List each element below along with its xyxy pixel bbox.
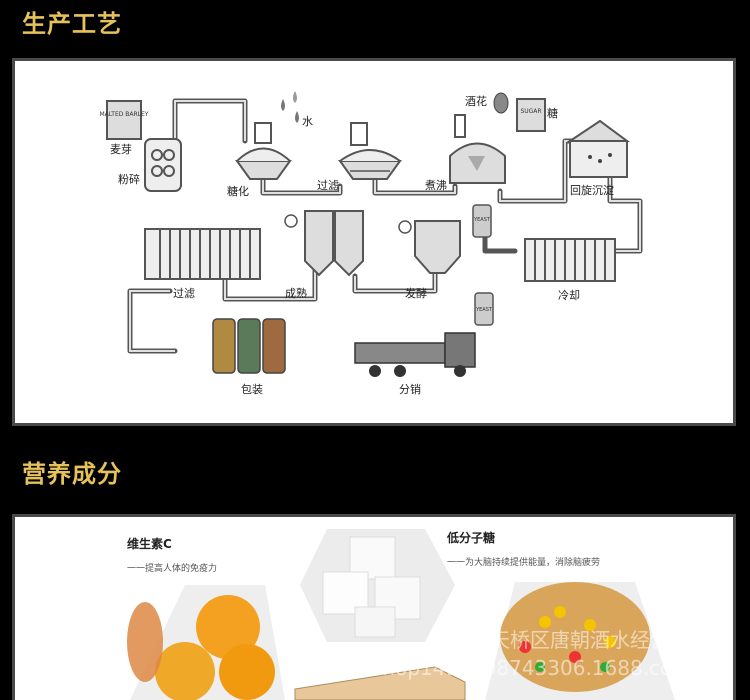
vitc-title: 维生素C: [127, 536, 172, 551]
label-distribute: 分销: [399, 382, 421, 396]
mill-icon: [144, 138, 182, 192]
label-hops: 酒花: [465, 95, 487, 108]
pipes-highlight: [129, 100, 641, 352]
label-saccharify: 糖化: [227, 184, 249, 198]
sugar-title: 低分子糖: [446, 530, 495, 545]
sugar-desc: 一一为大脑持续提供能量，消除脑疲劳: [447, 556, 600, 568]
sugar-bag-icon: SUGAR: [516, 98, 546, 132]
sugar-cubes-image: [322, 536, 421, 638]
pipes: [127, 98, 643, 354]
label-whirlpool: 回旋沉淀: [570, 183, 614, 197]
watermark-shop-url: shop1417108743306.1688.com: [372, 656, 692, 680]
label-mature: 成熟: [285, 286, 307, 300]
beer-cans-icon: [212, 318, 286, 374]
watermark-shop-name: 济南市天桥区唐朝酒水经营部: [430, 628, 690, 652]
label-cool: 冷却: [558, 289, 580, 302]
label-boil: 煮沸: [425, 179, 447, 192]
sugar-bag-label: SUGAR: [520, 108, 541, 115]
label-ferment: 发酵: [405, 286, 427, 300]
yeast-label-2: YEAST: [475, 307, 493, 313]
label-water: 水: [302, 115, 313, 128]
filter-press-icon: [144, 228, 261, 280]
hops-icon: [493, 92, 509, 114]
maturation-tanks-icon: [284, 210, 364, 277]
label-filter-1: 过滤: [317, 179, 339, 192]
oranges-image: [127, 595, 275, 700]
box-image: [294, 666, 466, 700]
nutrition-section-title: 营养成分: [22, 460, 122, 488]
delivery-truck-icon: [354, 332, 476, 377]
malt-bag-icon: MALTED BARLEY: [100, 100, 149, 140]
label-filter-2: 过滤: [173, 287, 195, 300]
process-diagram-panel: MALTED BARLEY 麦芽 粉碎 水 糖化: [12, 58, 736, 426]
malt-bag-label: MALTED BARLEY: [100, 111, 149, 118]
nutrition-panel: 维生素C 一一提高人体的免疫力 低分子糖 一一为大脑持续提供能量，消除脑疲劳: [12, 514, 736, 700]
whirlpool-tank-icon: [566, 119, 631, 178]
mash-tun-icon: [235, 122, 292, 180]
process-section-title: 生产工艺: [22, 10, 122, 38]
nutrition-illustration: 维生素C 一一提高人体的免疫力 低分子糖 一一为大脑持续提供能量，消除脑疲劳: [127, 529, 675, 700]
yeast-can-icon-bottom: YEAST: [474, 292, 494, 326]
label-package: 包装: [241, 383, 263, 396]
water-drops-icon: [281, 91, 299, 123]
food-image: [500, 582, 650, 692]
brewing-process-diagram: MALTED BARLEY 麦芽 粉碎 水 糖化: [100, 91, 643, 396]
lauter-tun-icon: [338, 122, 402, 180]
yeast-label-1: YEAST: [473, 217, 491, 223]
fermenter-icon: [398, 220, 461, 274]
label-malt: 麦芽: [110, 142, 132, 156]
yeast-can-icon-top: YEAST: [472, 204, 492, 238]
boil-kettle-icon: [449, 114, 506, 184]
label-crush: 粉碎: [118, 172, 140, 186]
label-sugar: 糖: [547, 106, 558, 120]
cooler-icon: [524, 238, 616, 282]
vitc-desc: 一一提高人体的免疫力: [127, 562, 217, 574]
